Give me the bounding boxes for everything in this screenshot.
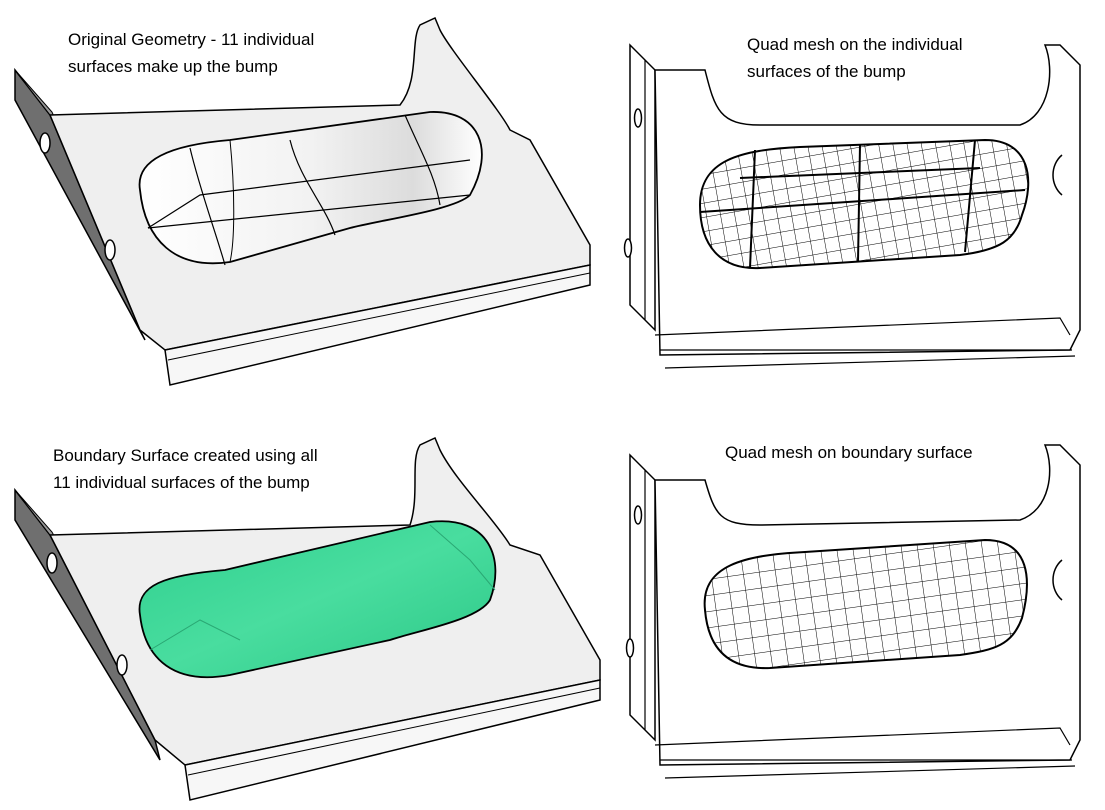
caption-line: 11 individual surfaces of the bump	[53, 473, 310, 492]
panel-original-geometry	[14, 16, 591, 386]
caption-line: surfaces of the bump	[747, 62, 906, 81]
panel-boundary-surface	[14, 436, 601, 801]
mount-hole	[104, 239, 116, 261]
side-flange-outline	[629, 453, 656, 742]
boundary-surface-bump	[138, 520, 497, 679]
mount-hole	[116, 654, 128, 676]
mount-hole	[633, 108, 643, 128]
caption-line: Original Geometry - 11 individual	[68, 30, 315, 49]
caption-original-geometry: Original Geometry - 11 individual surfac…	[68, 26, 314, 80]
caption-line: surfaces make up the bump	[68, 57, 278, 76]
quad-mesh-bump	[698, 138, 1030, 270]
caption-quad-mesh-individual: Quad mesh on the individual surfaces of …	[747, 31, 962, 85]
mount-hole	[39, 132, 51, 154]
quad-mesh-boundary-bump	[703, 538, 1028, 670]
caption-quad-mesh-boundary: Quad mesh on boundary surface	[725, 439, 973, 466]
side-flange-outline	[629, 43, 656, 332]
mount-hole	[623, 238, 633, 258]
panel-quad-mesh-individual	[623, 43, 1081, 369]
panel-quad-mesh-boundary	[625, 444, 1081, 779]
caption-line: Quad mesh on boundary surface	[725, 443, 973, 462]
mount-hole	[46, 552, 58, 574]
mount-hole	[625, 638, 635, 658]
caption-line: Boundary Surface created using all	[53, 446, 318, 465]
caption-line: Quad mesh on the individual	[747, 35, 963, 54]
caption-boundary-surface: Boundary Surface created using all 11 in…	[53, 442, 318, 496]
mount-hole	[633, 505, 643, 525]
